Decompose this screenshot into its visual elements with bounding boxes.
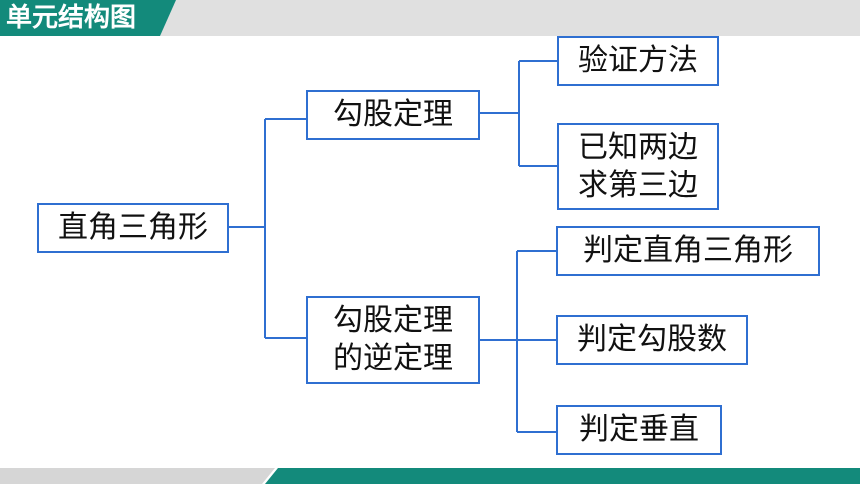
node-determine-triple: 判定勾股数 [556, 315, 748, 365]
node-pythagorean-theorem: 勾股定理 [306, 90, 480, 140]
node-verification-method: 验证方法 [557, 36, 719, 86]
slide-title: 单元结构图 [6, 3, 137, 33]
node-determine-perpendicular: 判定垂直 [556, 405, 722, 455]
node-find-third-side: 已知两边 求第三边 [557, 123, 719, 210]
footer-bar [0, 468, 860, 484]
node-converse-theorem: 勾股定理 的逆定理 [306, 296, 480, 384]
title-tab-shape [0, 0, 176, 36]
node-determine-right-triangle: 判定直角三角形 [556, 226, 820, 276]
node-root: 直角三角形 [37, 203, 229, 253]
title-tab: 单元结构图 [0, 0, 180, 36]
